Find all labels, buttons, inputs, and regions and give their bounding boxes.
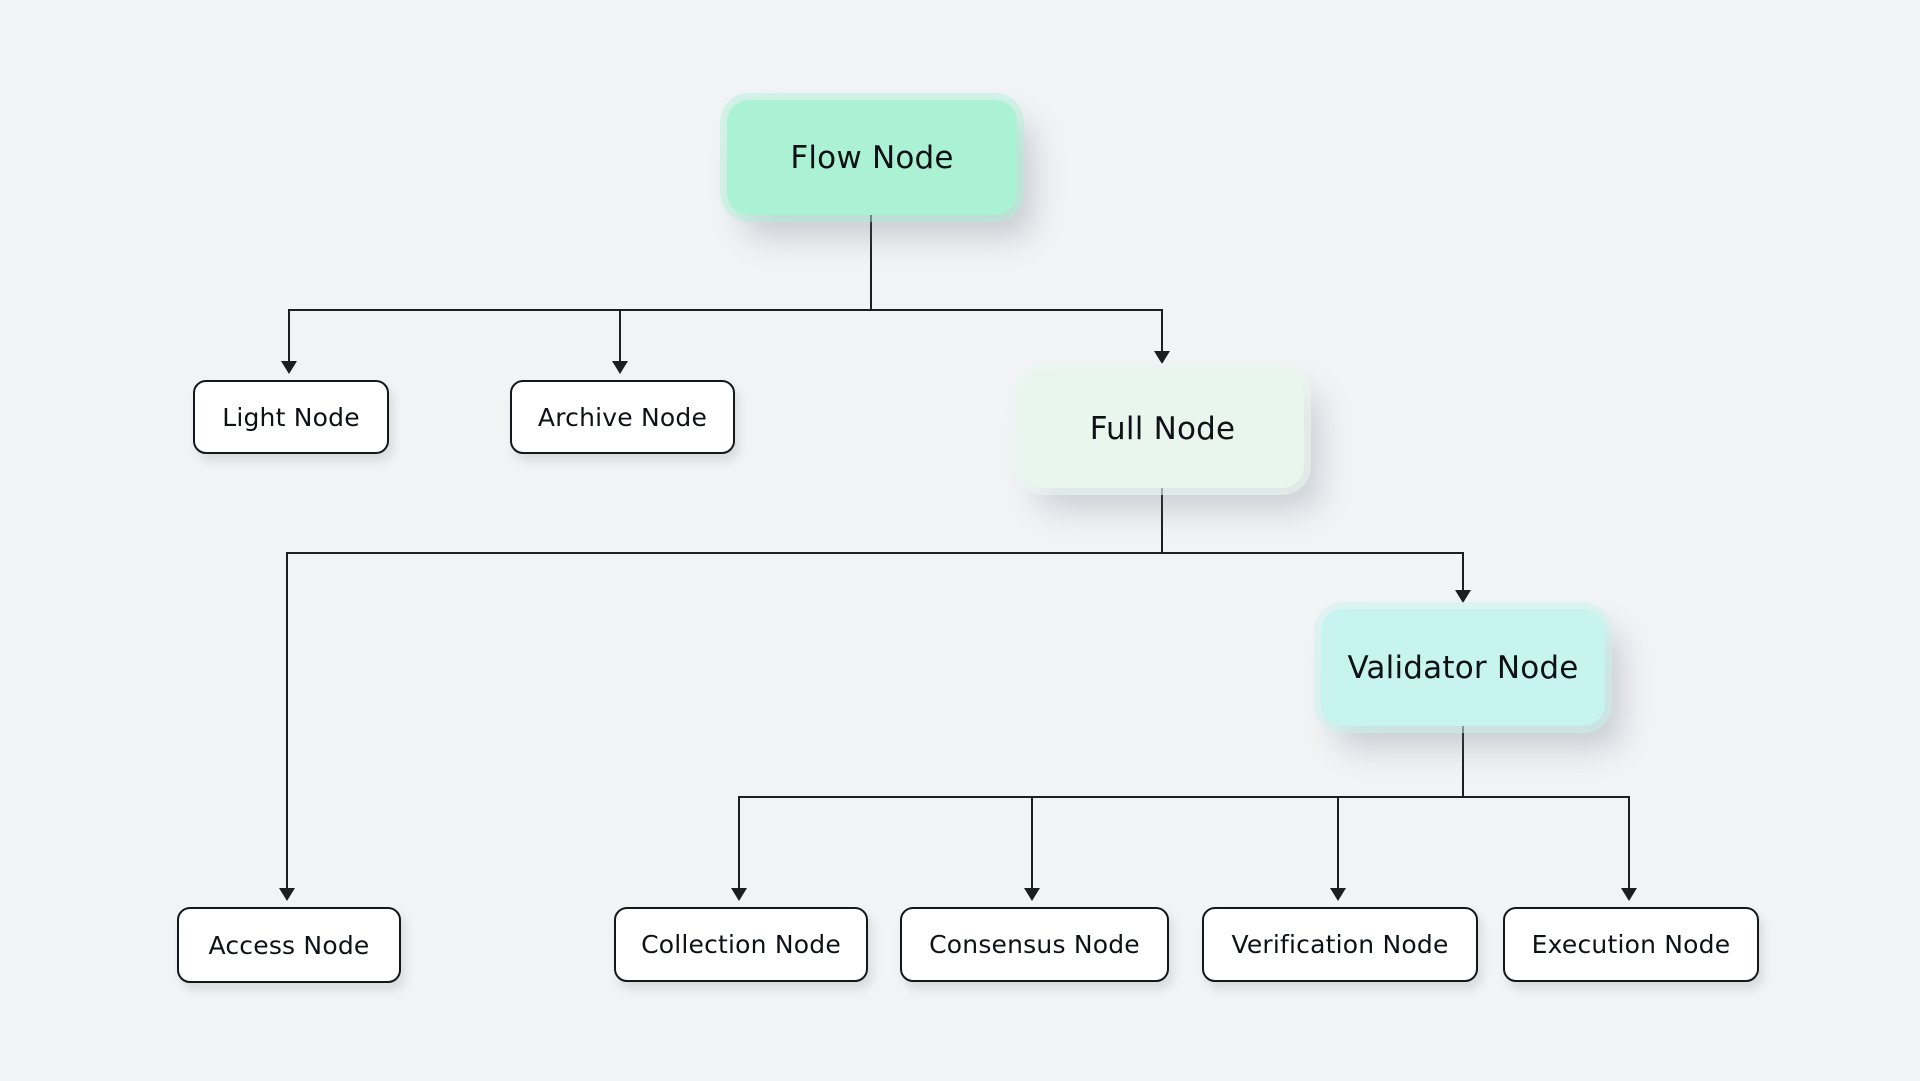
- node-verification: Verification Node: [1202, 907, 1478, 982]
- node-collection-label: Collection Node: [641, 930, 841, 959]
- edge-validator-verification-drop: [1337, 796, 1339, 889]
- edge-flow-full-drop: [1161, 309, 1163, 352]
- node-flow-label: Flow Node: [790, 139, 954, 176]
- arrowhead-access: [279, 888, 295, 901]
- node-light-label: Light Node: [222, 402, 360, 432]
- arrowhead-light: [281, 361, 297, 374]
- node-light: Light Node: [193, 380, 389, 454]
- arrowhead-full: [1154, 351, 1170, 364]
- node-validator-label: Validator Node: [1347, 649, 1579, 686]
- arrowhead-execution: [1621, 888, 1637, 901]
- node-collection: Collection Node: [614, 907, 868, 982]
- edge-validator-execution-drop: [1628, 796, 1630, 889]
- edge-full-access-drop: [286, 552, 288, 889]
- node-verification-label: Verification Node: [1231, 930, 1449, 959]
- node-flow: Flow Node: [727, 100, 1017, 215]
- edge-validator-consensus-drop: [1031, 796, 1033, 889]
- edge-validator-bus: [738, 796, 1630, 798]
- edge-validator-stub: [1462, 726, 1464, 798]
- edge-flow-archive-drop: [619, 309, 621, 362]
- node-full-label: Full Node: [1089, 411, 1236, 447]
- edge-validator-collection-drop: [738, 796, 740, 889]
- node-consensus-label: Consensus Node: [929, 930, 1140, 959]
- node-validator: Validator Node: [1321, 609, 1605, 726]
- node-access: Access Node: [177, 907, 401, 983]
- edge-full-validator-drop: [1462, 552, 1464, 591]
- node-archive-label: Archive Node: [537, 402, 708, 432]
- node-full: Full Node: [1021, 370, 1304, 488]
- arrowhead-verification: [1330, 888, 1346, 901]
- node-consensus: Consensus Node: [900, 907, 1169, 982]
- edge-full-stub: [1161, 488, 1163, 554]
- edge-flow-stub: [870, 215, 872, 311]
- edge-flow-light-drop: [288, 309, 290, 362]
- node-access-label: Access Node: [208, 930, 370, 960]
- edge-flow-bus: [288, 309, 1163, 311]
- node-archive: Archive Node: [510, 380, 735, 454]
- arrowhead-validator: [1455, 590, 1471, 603]
- arrowhead-archive: [612, 361, 628, 374]
- node-execution: Execution Node: [1503, 907, 1759, 982]
- arrowhead-collection: [731, 888, 747, 901]
- arrowhead-consensus: [1024, 888, 1040, 901]
- edge-full-bus: [286, 552, 1464, 554]
- node-execution-label: Execution Node: [1531, 930, 1731, 959]
